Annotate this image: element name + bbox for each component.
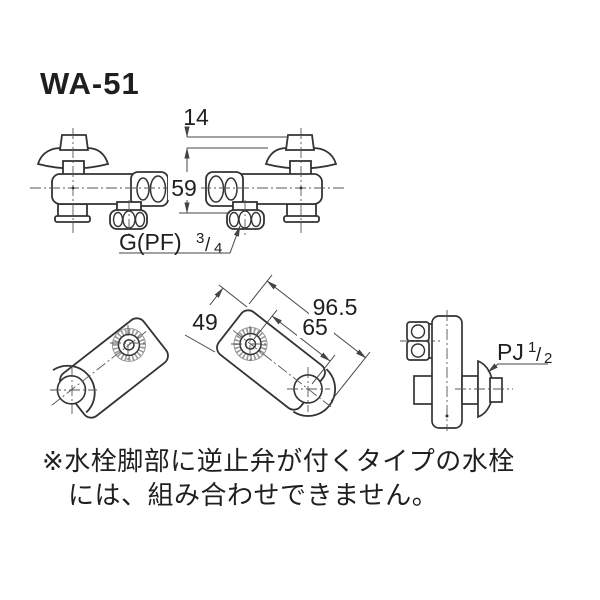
dim-label-65: 65	[302, 314, 328, 340]
model-number-title: WA-51	[40, 66, 140, 101]
thread-label-gpf-denominator: 4	[214, 240, 222, 257]
thread-label-gpf34: G(PF) 3 / 4	[119, 229, 222, 257]
dim-label-14: 14	[183, 104, 209, 130]
front-view-dimension-lines	[119, 126, 288, 254]
front-view-drawing: 14 59 G(PF) 3 / 4	[29, 104, 345, 257]
dim-label-96-5: 96.5	[313, 294, 358, 320]
thread-label-pj12: PJ 1 / 2	[497, 339, 552, 367]
compatibility-note: ※水栓脚部に逆止弁が付くタイプの水栓 には、組み合わせできません。	[42, 444, 515, 512]
note-line-2: には、組み合わせできません。	[68, 480, 439, 510]
thread-label-gpf-numerator: 3	[196, 230, 204, 247]
note-line-1: ※水栓脚部に逆止弁が付くタイプの水栓	[42, 446, 515, 476]
side-view-drawing: PJ 1 / 2	[400, 310, 552, 431]
plan-view-middle-drawing: 49 96.5 65	[184, 274, 371, 417]
thread-label-gpf-slash: /	[205, 235, 211, 256]
plan-view-left-drawing	[50, 317, 169, 419]
dim-label-49: 49	[192, 309, 218, 335]
thread-label-pj-denominator: 2	[544, 350, 552, 367]
thread-label-pj-numerator: 1	[528, 339, 536, 356]
thread-label-pj-base: PJ	[497, 339, 524, 365]
thread-label-gpf-base: G(PF)	[119, 229, 182, 255]
thread-label-pj-slash: /	[536, 345, 542, 366]
dim-label-59: 59	[171, 175, 197, 201]
